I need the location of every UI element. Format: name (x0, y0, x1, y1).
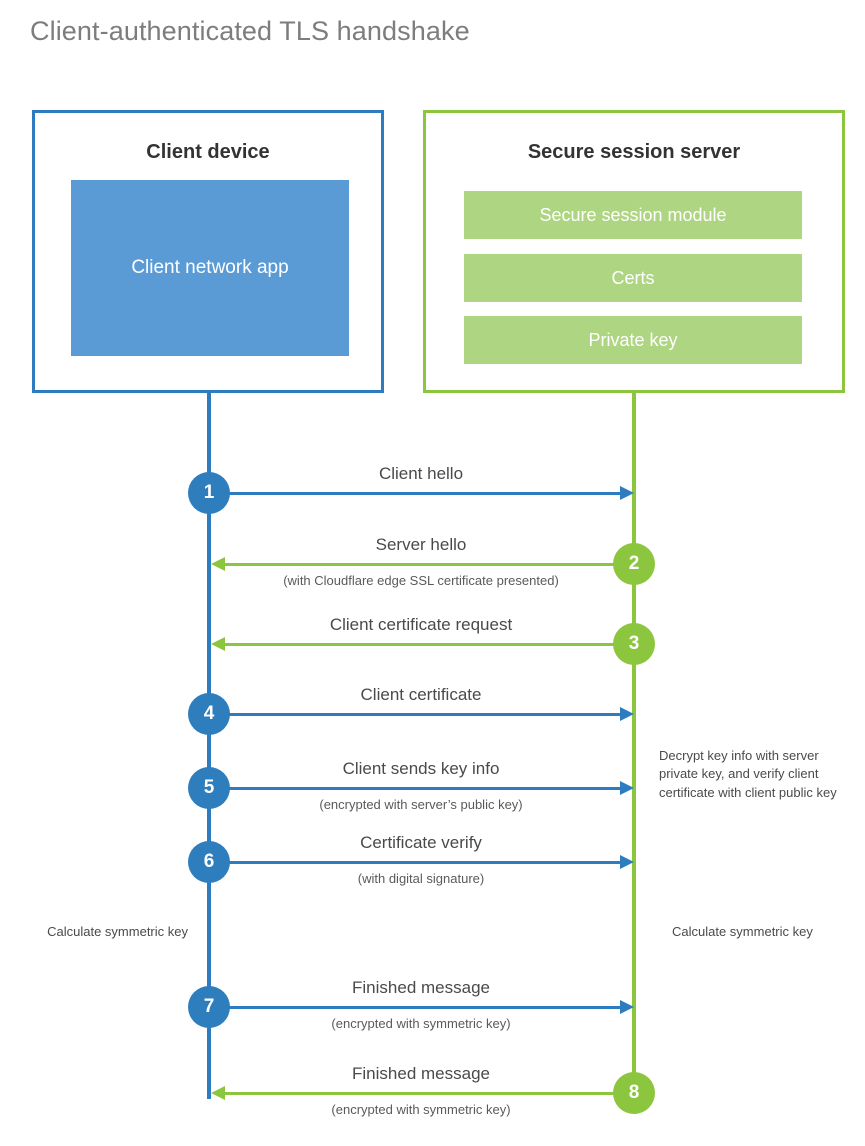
arrow-head-left-icon (211, 637, 225, 651)
step-number-2: 2 (613, 543, 655, 585)
client-calculate-symmetric-key-annotation: Calculate symmetric key (47, 924, 188, 939)
server-calculate-symmetric-key-annotation: Calculate symmetric key (672, 924, 813, 939)
message-sublabel: (encrypted with symmetric key) (331, 1016, 511, 1031)
message-label: Finished message (352, 1064, 490, 1083)
arrow-head-right-icon (620, 707, 634, 721)
arrow-shaft (209, 861, 624, 864)
message-sublabel: (with digital signature) (357, 871, 485, 886)
server-decrypt-annotation: Decrypt key info with server private key… (659, 748, 837, 800)
client-device-box: Client device Client network app (32, 110, 384, 393)
step-number-6: 6 (188, 841, 230, 883)
secure-session-server-title: Secure session server (527, 141, 741, 163)
arrow-shaft (215, 643, 635, 646)
message-sublabel: (with Cloudflare edge SSL certificate pr… (283, 573, 559, 588)
message-label: Server hello (375, 535, 467, 554)
message-label: Client certificate request (329, 615, 513, 634)
arrow-shaft (215, 1092, 635, 1095)
message-label: Finished message (352, 978, 490, 997)
step-number-3: 3 (613, 623, 655, 665)
arrow-shaft (215, 563, 635, 566)
message-label: Client certificate (360, 685, 482, 704)
arrow-shaft (209, 492, 624, 495)
arrow-shaft (209, 787, 624, 790)
message-sublabel: (encrypted with symmetric key) (331, 1102, 511, 1117)
message-label: Client hello (378, 464, 464, 483)
arrow-shaft (209, 1006, 624, 1009)
secure-session-server-box: Secure session server Secure session mod… (423, 110, 845, 393)
server-component-secure-session-module: Secure session module (464, 191, 802, 239)
arrow-head-left-icon (211, 557, 225, 571)
client-device-title: Client device (146, 141, 270, 163)
arrow-head-right-icon (620, 781, 634, 795)
server-component-label: Private key (588, 329, 678, 350)
server-component-private-key: Private key (464, 316, 802, 364)
arrow-head-left-icon (211, 1086, 225, 1100)
arrow-head-right-icon (620, 1000, 634, 1014)
server-component-certs: Certs (464, 254, 802, 302)
step-number-4: 4 (188, 693, 230, 735)
server-component-label: Certs (611, 267, 655, 288)
step-number-5: 5 (188, 767, 230, 809)
client-network-app-label: Client network app (131, 257, 289, 279)
arrow-head-right-icon (620, 486, 634, 500)
message-label: Client sends key info (342, 759, 500, 778)
page-title: Client-authenticated TLS handshake (30, 16, 470, 46)
server-lifeline (632, 392, 636, 1094)
step-number-8: 8 (613, 1072, 655, 1114)
step-number-1: 1 (188, 472, 230, 514)
client-network-app-block: Client network app (71, 180, 349, 356)
arrow-shaft (209, 713, 624, 716)
arrow-head-right-icon (620, 855, 634, 869)
step-number-7: 7 (188, 986, 230, 1028)
server-component-label: Secure session module (539, 204, 727, 225)
client-lifeline (207, 392, 211, 1099)
message-sublabel: (encrypted with server’s public key) (319, 797, 523, 812)
message-label: Certificate verify (360, 833, 482, 852)
